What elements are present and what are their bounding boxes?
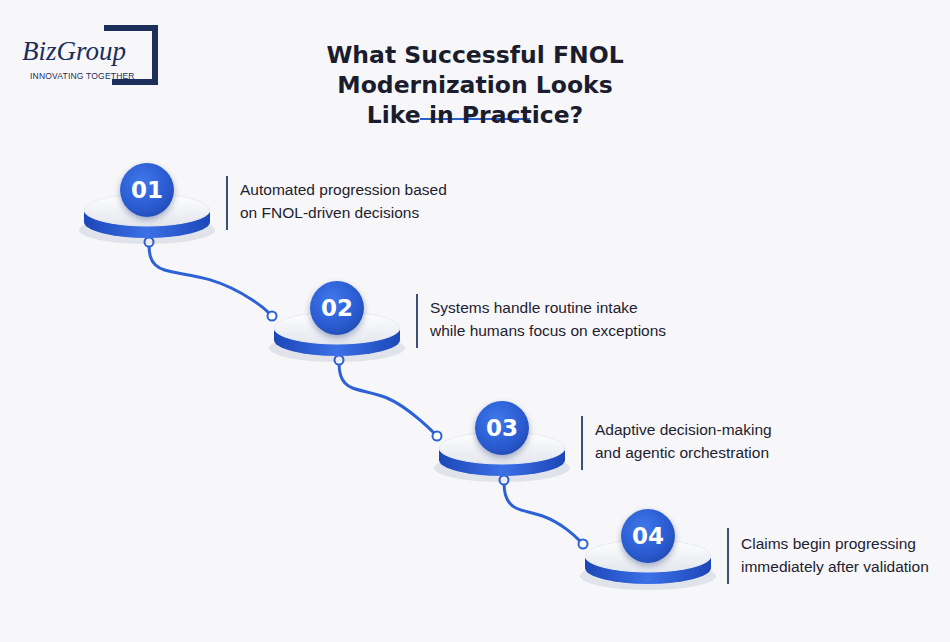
step-description: Systems handle routine intake while huma…	[430, 296, 720, 342]
step-number: 04	[621, 509, 675, 563]
accent-bar	[226, 176, 228, 230]
connector-path	[339, 360, 437, 436]
accent-bar	[416, 294, 418, 348]
logo-wordmark: BizGroup	[22, 36, 126, 67]
connector-dot	[268, 312, 277, 321]
accent-bar	[581, 416, 583, 470]
step-node: 01Automated progression based on FNOL-dr…	[82, 160, 212, 242]
step-description: Claims begin progressing immediately aft…	[741, 532, 950, 578]
logo-tagline: INNOVATING TOGETHER	[30, 71, 135, 81]
connector-path	[504, 480, 583, 544]
connector-dot	[579, 540, 588, 549]
step-number: 01	[120, 163, 174, 217]
step-node: 03Adaptive decision-making and agentic o…	[437, 398, 567, 480]
step-node: 02Systems handle routine intake while hu…	[272, 278, 402, 360]
diagram-title: What Successful FNOL Modernization Looks…	[240, 40, 710, 130]
step-number: 02	[310, 281, 364, 335]
flow-connector	[335, 356, 442, 441]
connector-dot	[433, 432, 442, 441]
step-description: Automated progression based on FNOL-driv…	[240, 178, 490, 224]
flow-connector	[145, 238, 277, 321]
step-number: 03	[475, 401, 529, 455]
flow-connector	[500, 476, 588, 549]
step-description: Adaptive decision-making and agentic orc…	[595, 418, 825, 464]
accent-bar	[727, 528, 729, 584]
step-node: 04Claims begin progressing immediately a…	[583, 506, 713, 588]
connector-path	[149, 242, 272, 316]
